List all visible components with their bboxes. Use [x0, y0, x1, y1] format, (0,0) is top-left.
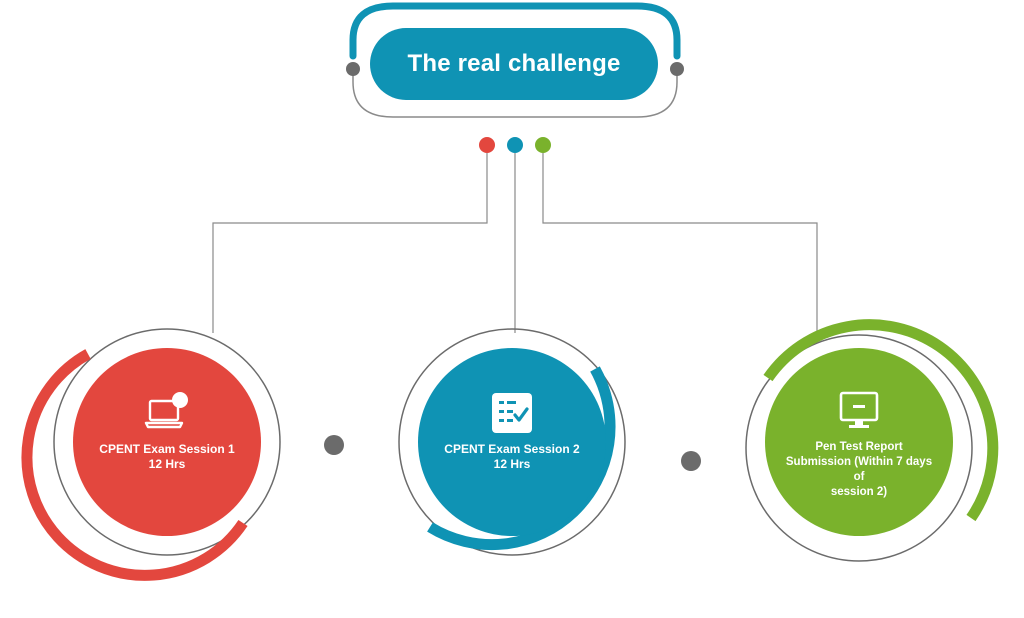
header-frame-top — [349, 2, 681, 60]
node-exam-session-1: CPENT Exam Session 1 12 Hrs — [73, 348, 261, 536]
connector-dot-blue — [507, 137, 523, 153]
connector-dot-green — [535, 137, 551, 153]
node-2-outer-ring — [398, 328, 626, 556]
node-1-title: CPENT Exam Session 1 — [99, 442, 235, 456]
node-exam-session-2: CPENT Exam Session 2 12 Hrs — [418, 348, 606, 536]
header-right-dot — [670, 62, 684, 76]
node-1-red-arc — [21, 349, 248, 581]
header-frame-bottom — [352, 74, 678, 118]
node-pen-test-report: Pen Test Report Submission (Within 7 day… — [765, 348, 953, 536]
laptop-icon — [144, 392, 188, 429]
node-1-outer-ring — [53, 328, 281, 556]
separator-dot-2 — [681, 451, 701, 471]
checklist-icon — [492, 393, 532, 433]
header-left-dot — [346, 62, 360, 76]
challenge-title: The real challenge — [407, 50, 621, 77]
connector-line-1 — [212, 153, 488, 333]
node-3-green-arc — [763, 319, 999, 522]
node-2-duration: 12 Hrs — [493, 457, 531, 471]
connector-dot-red — [479, 137, 495, 153]
node-3-subtitle-cont: session 2) — [830, 486, 888, 498]
node-3-outer-ring — [745, 334, 973, 562]
node-3-subtitle: Submission (Within 7 days of — [785, 456, 933, 483]
node-2-title: CPENT Exam Session 2 — [444, 442, 580, 456]
connector-line-3 — [542, 153, 818, 340]
monitor-icon — [839, 391, 879, 428]
challenge-title-pill: The real challenge — [370, 28, 658, 100]
separator-dot-1 — [324, 435, 344, 455]
node-1-duration: 12 Hrs — [148, 457, 186, 471]
node-3-title: Pen Test Report — [815, 441, 903, 453]
